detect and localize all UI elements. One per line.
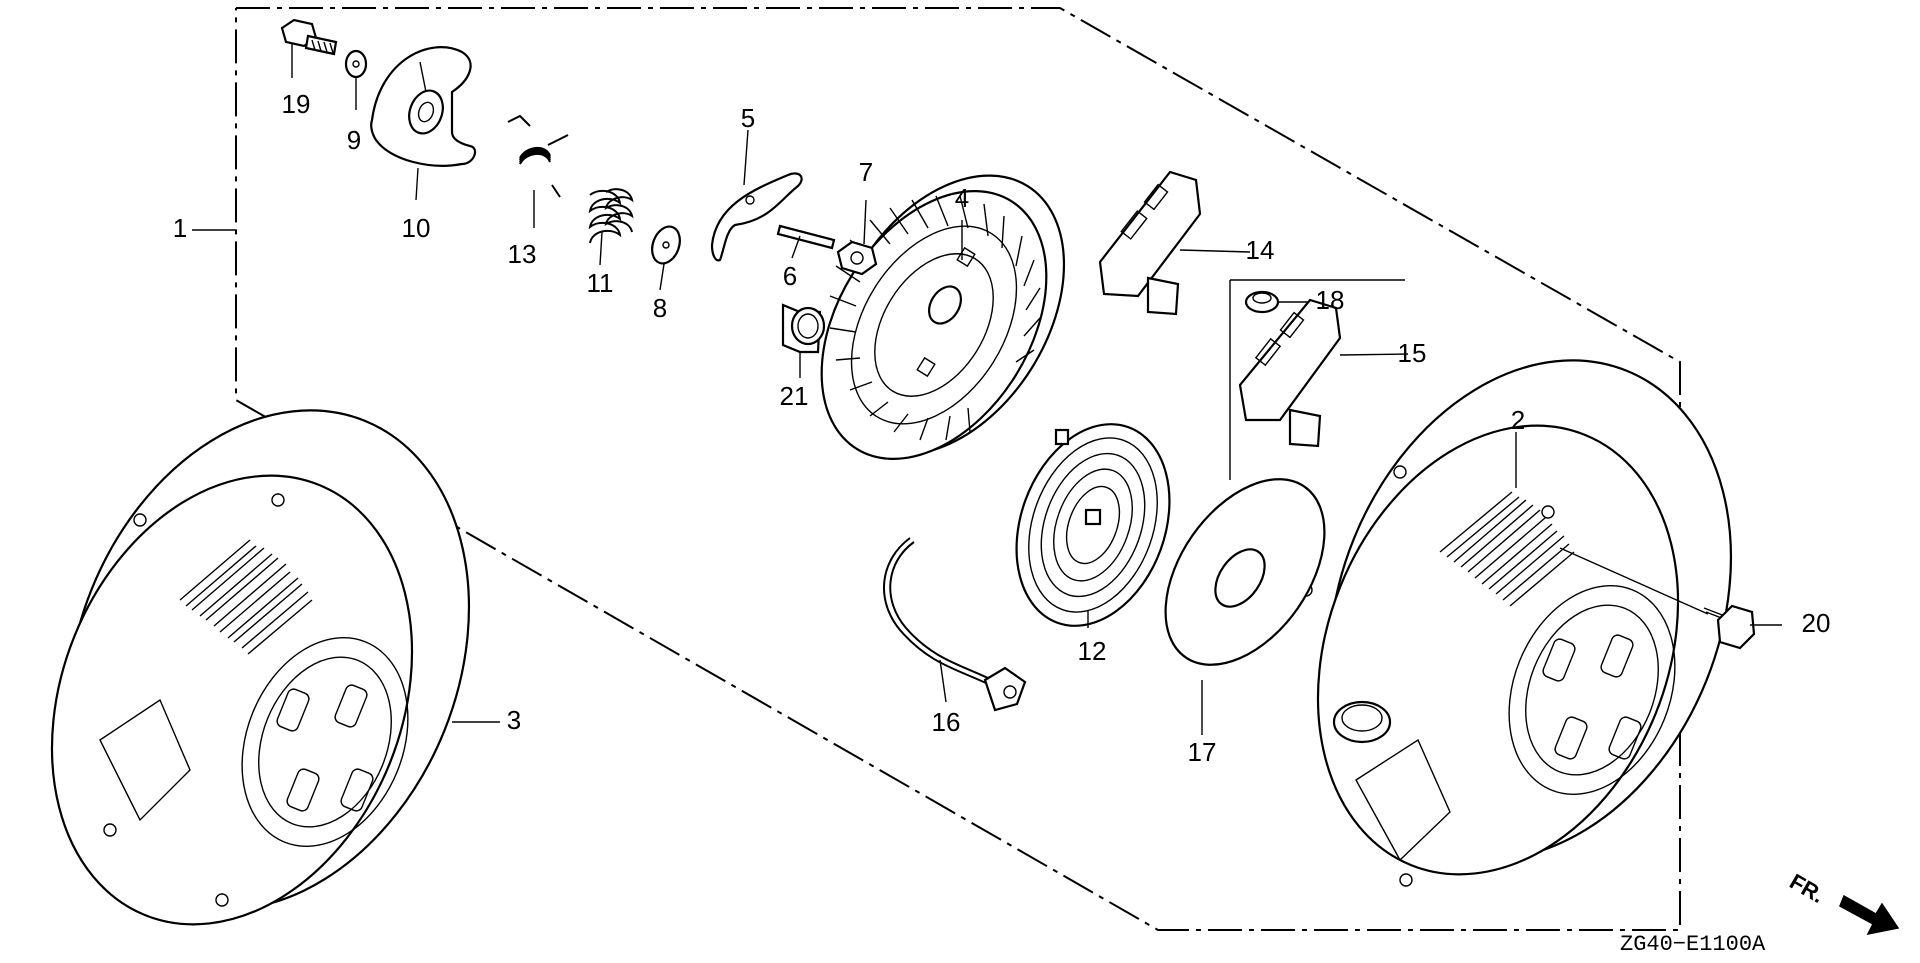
front-direction-indicator: FR. [1786,869,1900,936]
ratchet-pin [776,224,836,250]
callout-12: 12 [1078,636,1107,666]
diagram-code: ZG40−E1100A [1620,932,1766,957]
starter-case-left [50,409,471,926]
callout-2: 2 [1511,405,1525,435]
callout-10: 10 [402,213,431,243]
direction-label: FR. [1786,869,1829,908]
callout-21: 21 [780,381,809,411]
callout-11: 11 [587,268,614,298]
callout-6: 6 [783,261,797,291]
callout-15: 15 [1398,338,1427,368]
callout-18: 18 [1316,285,1345,315]
starter-grip-alt [1238,298,1342,448]
guide-plate [1164,478,1326,666]
direction-arrow-icon [1839,894,1900,936]
starter-rope [883,537,1027,712]
starter-grip [1098,170,1202,316]
callout-labels: 1 2 3 4 5 6 7 8 9 10 11 12 13 14 15 16 1… [173,89,1831,767]
ratchet [710,172,803,262]
callout-1: 1 [173,213,187,243]
friction-spring [588,188,634,244]
callout-19: 19 [282,89,311,119]
callout-16: 16 [932,707,961,737]
callout-8: 8 [653,293,667,323]
starter-case-right [1299,359,1733,887]
callout-13: 13 [508,239,537,269]
washer-8 [651,225,681,265]
return-spring [507,114,569,198]
recoil-spring [1015,423,1171,627]
starter-reel [820,174,1066,460]
callout-7: 7 [859,157,873,187]
leader-lines [192,44,1782,735]
callout-9: 9 [347,125,361,155]
friction-bolt [280,18,338,56]
callout-5: 5 [741,103,755,133]
grip-grommet [1244,290,1280,314]
setting-nut [836,240,878,276]
callout-4: 4 [955,183,969,213]
callout-14: 14 [1246,235,1275,265]
callout-3: 3 [507,705,521,735]
callout-20: 20 [1802,608,1831,638]
ratchet-collar [781,303,826,354]
assembly-boundary [235,7,1681,931]
friction-plate [370,46,477,167]
flange-bolt [1703,604,1756,650]
callout-17: 17 [1188,737,1217,767]
washer-9 [344,49,368,79]
